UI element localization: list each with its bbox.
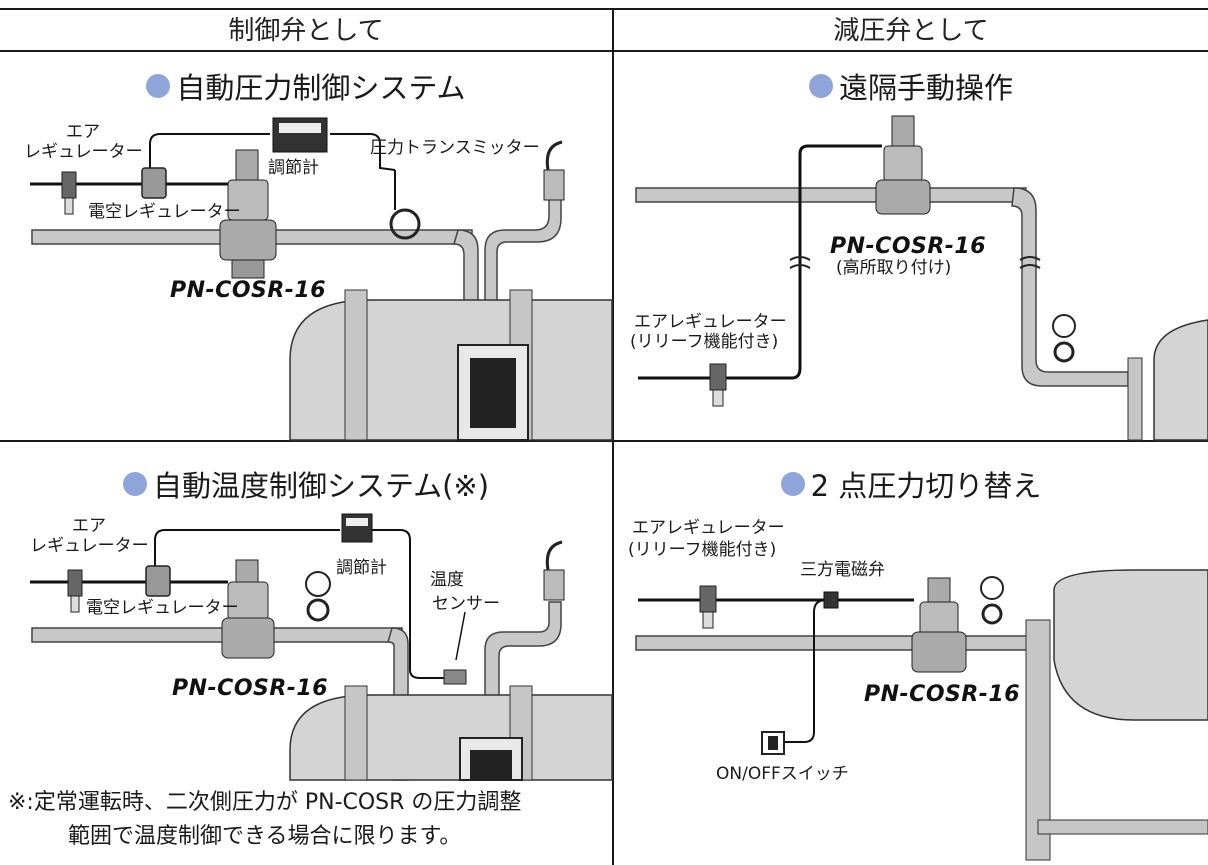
kettle-icon bbox=[1025, 569, 1208, 861]
label-air-regulator-1: エアレギュレーター bbox=[632, 518, 785, 538]
break-mark-2 bbox=[1019, 256, 1041, 269]
pipe-drop bbox=[1011, 187, 1129, 387]
pipe-riser bbox=[484, 601, 562, 781]
air-line bbox=[638, 144, 882, 380]
tank-icon bbox=[289, 289, 613, 441]
main-pipe bbox=[635, 187, 1027, 203]
label-solenoid-valve: 三方電磁弁 bbox=[800, 560, 885, 580]
label-air-regulator-2: レギュレーター bbox=[24, 142, 143, 162]
pressure-gauge-icon bbox=[1052, 314, 1076, 363]
valve-icon bbox=[221, 559, 275, 659]
sensor-pointer bbox=[455, 611, 466, 661]
label-air-regulator-1: エア bbox=[66, 122, 100, 142]
footnote-line-1: ※:定常運転時、二次側圧力が PN-COSR の圧力調整 bbox=[8, 790, 522, 815]
panel-title-two-point: 2 点圧力切り替え bbox=[614, 464, 1208, 504]
controller-icon bbox=[272, 117, 328, 153]
bullet-dot-icon bbox=[808, 74, 833, 98]
valve-icon bbox=[911, 577, 967, 673]
label-ep-regulator: 電空レギュレーター bbox=[86, 598, 239, 618]
model-label: PN-COSR-16 bbox=[170, 278, 327, 303]
break-mark-1 bbox=[789, 256, 811, 269]
row-divider bbox=[0, 440, 1208, 442]
panel-title-auto-temperature: 自動温度制御システム(※) bbox=[0, 464, 612, 504]
column-divider bbox=[612, 8, 614, 865]
top-border bbox=[0, 8, 1208, 10]
safety-valve-icon bbox=[543, 540, 565, 601]
bullet-dot-icon bbox=[146, 74, 171, 98]
label-air-regulator-1: エア bbox=[72, 516, 106, 536]
temperature-sensor-icon bbox=[443, 669, 467, 685]
label-air-regulator-2: (リリーフ機能付き) bbox=[630, 332, 779, 352]
label-switch: ON/OFFスイッチ bbox=[716, 764, 849, 784]
label-controller: 調節計 bbox=[268, 158, 319, 178]
control-line bbox=[149, 133, 396, 172]
air-regulator-icon bbox=[61, 171, 77, 215]
label-model-note: (高所取り付け) bbox=[836, 258, 952, 278]
label-air-regulator-2: レギュレーター bbox=[30, 536, 149, 556]
control-line bbox=[154, 529, 445, 679]
remote-manual-diagram bbox=[635, 115, 1208, 441]
panel-title-auto-pressure: 自動圧力制御システム bbox=[0, 66, 612, 106]
switch-line bbox=[782, 599, 827, 743]
footnote-line-2: 範囲で温度制御できる場合に限ります。 bbox=[68, 824, 462, 849]
ep-regulator-icon bbox=[145, 565, 171, 597]
header-control-valve: 制御弁として bbox=[228, 15, 384, 46]
kettle-icon bbox=[1127, 319, 1208, 441]
two-point-diagram bbox=[635, 569, 1208, 861]
label-air-regulator-2: (リリーフ機能付き) bbox=[628, 540, 777, 560]
valve-icon bbox=[875, 115, 931, 215]
label-air-regulator-1: エアレギュレーター bbox=[634, 312, 787, 332]
label-temp-sensor-2: センサー bbox=[432, 594, 500, 614]
safety-valve-icon bbox=[543, 140, 565, 201]
model-label: PN-COSR-16 bbox=[172, 676, 329, 701]
auto-temperature-diagram bbox=[30, 513, 613, 781]
panel-title-remote-manual: 遠隔手動操作 bbox=[614, 66, 1208, 106]
label-ep-regulator: 電空レギュレーター bbox=[88, 202, 241, 222]
tank-icon bbox=[289, 685, 613, 781]
air-regulator-icon bbox=[67, 569, 83, 613]
main-pipe bbox=[635, 635, 1037, 651]
model-label: PN-COSR-16 bbox=[830, 234, 987, 259]
switch-icon bbox=[761, 731, 785, 755]
controller-icon bbox=[341, 513, 373, 543]
air-regulator-icon bbox=[699, 585, 717, 629]
solenoid-valve-icon bbox=[823, 591, 839, 609]
label-pressure-transmitter: 圧力トランスミッター bbox=[370, 138, 540, 158]
air-regulator-icon bbox=[709, 363, 727, 407]
pressure-gauge-icon bbox=[980, 576, 1004, 625]
label-controller: 調節計 bbox=[336, 558, 387, 578]
pressure-gauge-icon bbox=[389, 208, 421, 240]
label-temp-sensor-1: 温度 bbox=[430, 570, 464, 590]
auto-pressure-diagram bbox=[30, 117, 613, 441]
model-label: PN-COSR-16 bbox=[864, 682, 1021, 707]
bullet-dot-icon bbox=[780, 472, 805, 496]
ep-regulator-icon bbox=[141, 167, 167, 199]
pressure-gauge-icon bbox=[305, 571, 331, 622]
bullet-dot-icon bbox=[122, 472, 147, 496]
valve-icon bbox=[219, 149, 277, 279]
main-pipe bbox=[31, 627, 403, 643]
header-reducing-valve: 減圧弁として bbox=[833, 15, 989, 46]
header-divider bbox=[0, 50, 1208, 52]
